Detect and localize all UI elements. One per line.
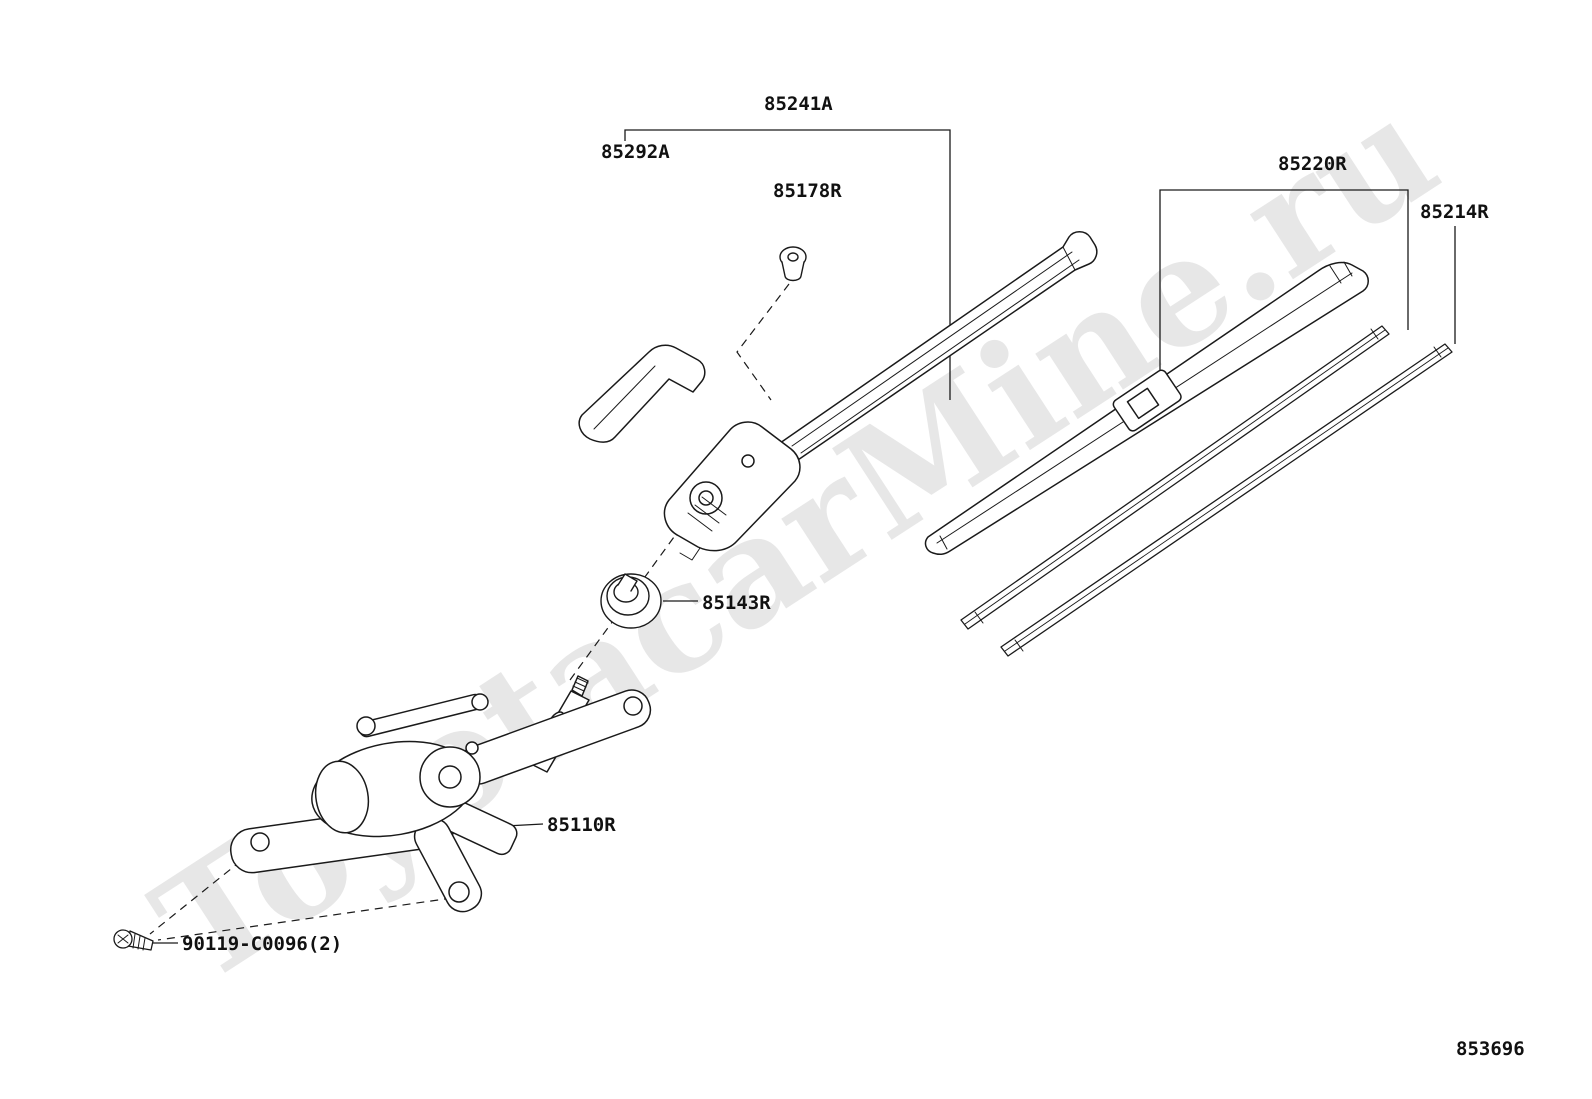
pivot-cap-drawing xyxy=(779,246,807,282)
blade-rubber-drawing xyxy=(960,325,1453,657)
part-label-85178r: 85178R xyxy=(773,180,842,202)
screw-drawing xyxy=(113,929,154,951)
wiper-blade-drawing xyxy=(924,261,1369,556)
diagram-number: 853696 xyxy=(1456,1038,1525,1060)
arm-cover-drawing xyxy=(578,344,706,443)
part-label-85292a: 85292A xyxy=(601,141,670,163)
part-label-85214r: 85214R xyxy=(1420,201,1489,223)
part-label-85110r: 85110R xyxy=(547,814,616,836)
part-label-85241a: 85241A xyxy=(764,93,833,115)
pivot-grommet-drawing xyxy=(600,573,662,629)
part-label-85220r: 85220R xyxy=(1278,153,1347,175)
part-label-85143r: 85143R xyxy=(702,592,771,614)
wiper-arm-drawing xyxy=(663,231,1098,561)
callout-lines xyxy=(150,129,1456,944)
wiper-motor-drawing xyxy=(229,675,652,913)
part-label-90119-c0096: 90119-C0096(2) xyxy=(182,933,343,955)
